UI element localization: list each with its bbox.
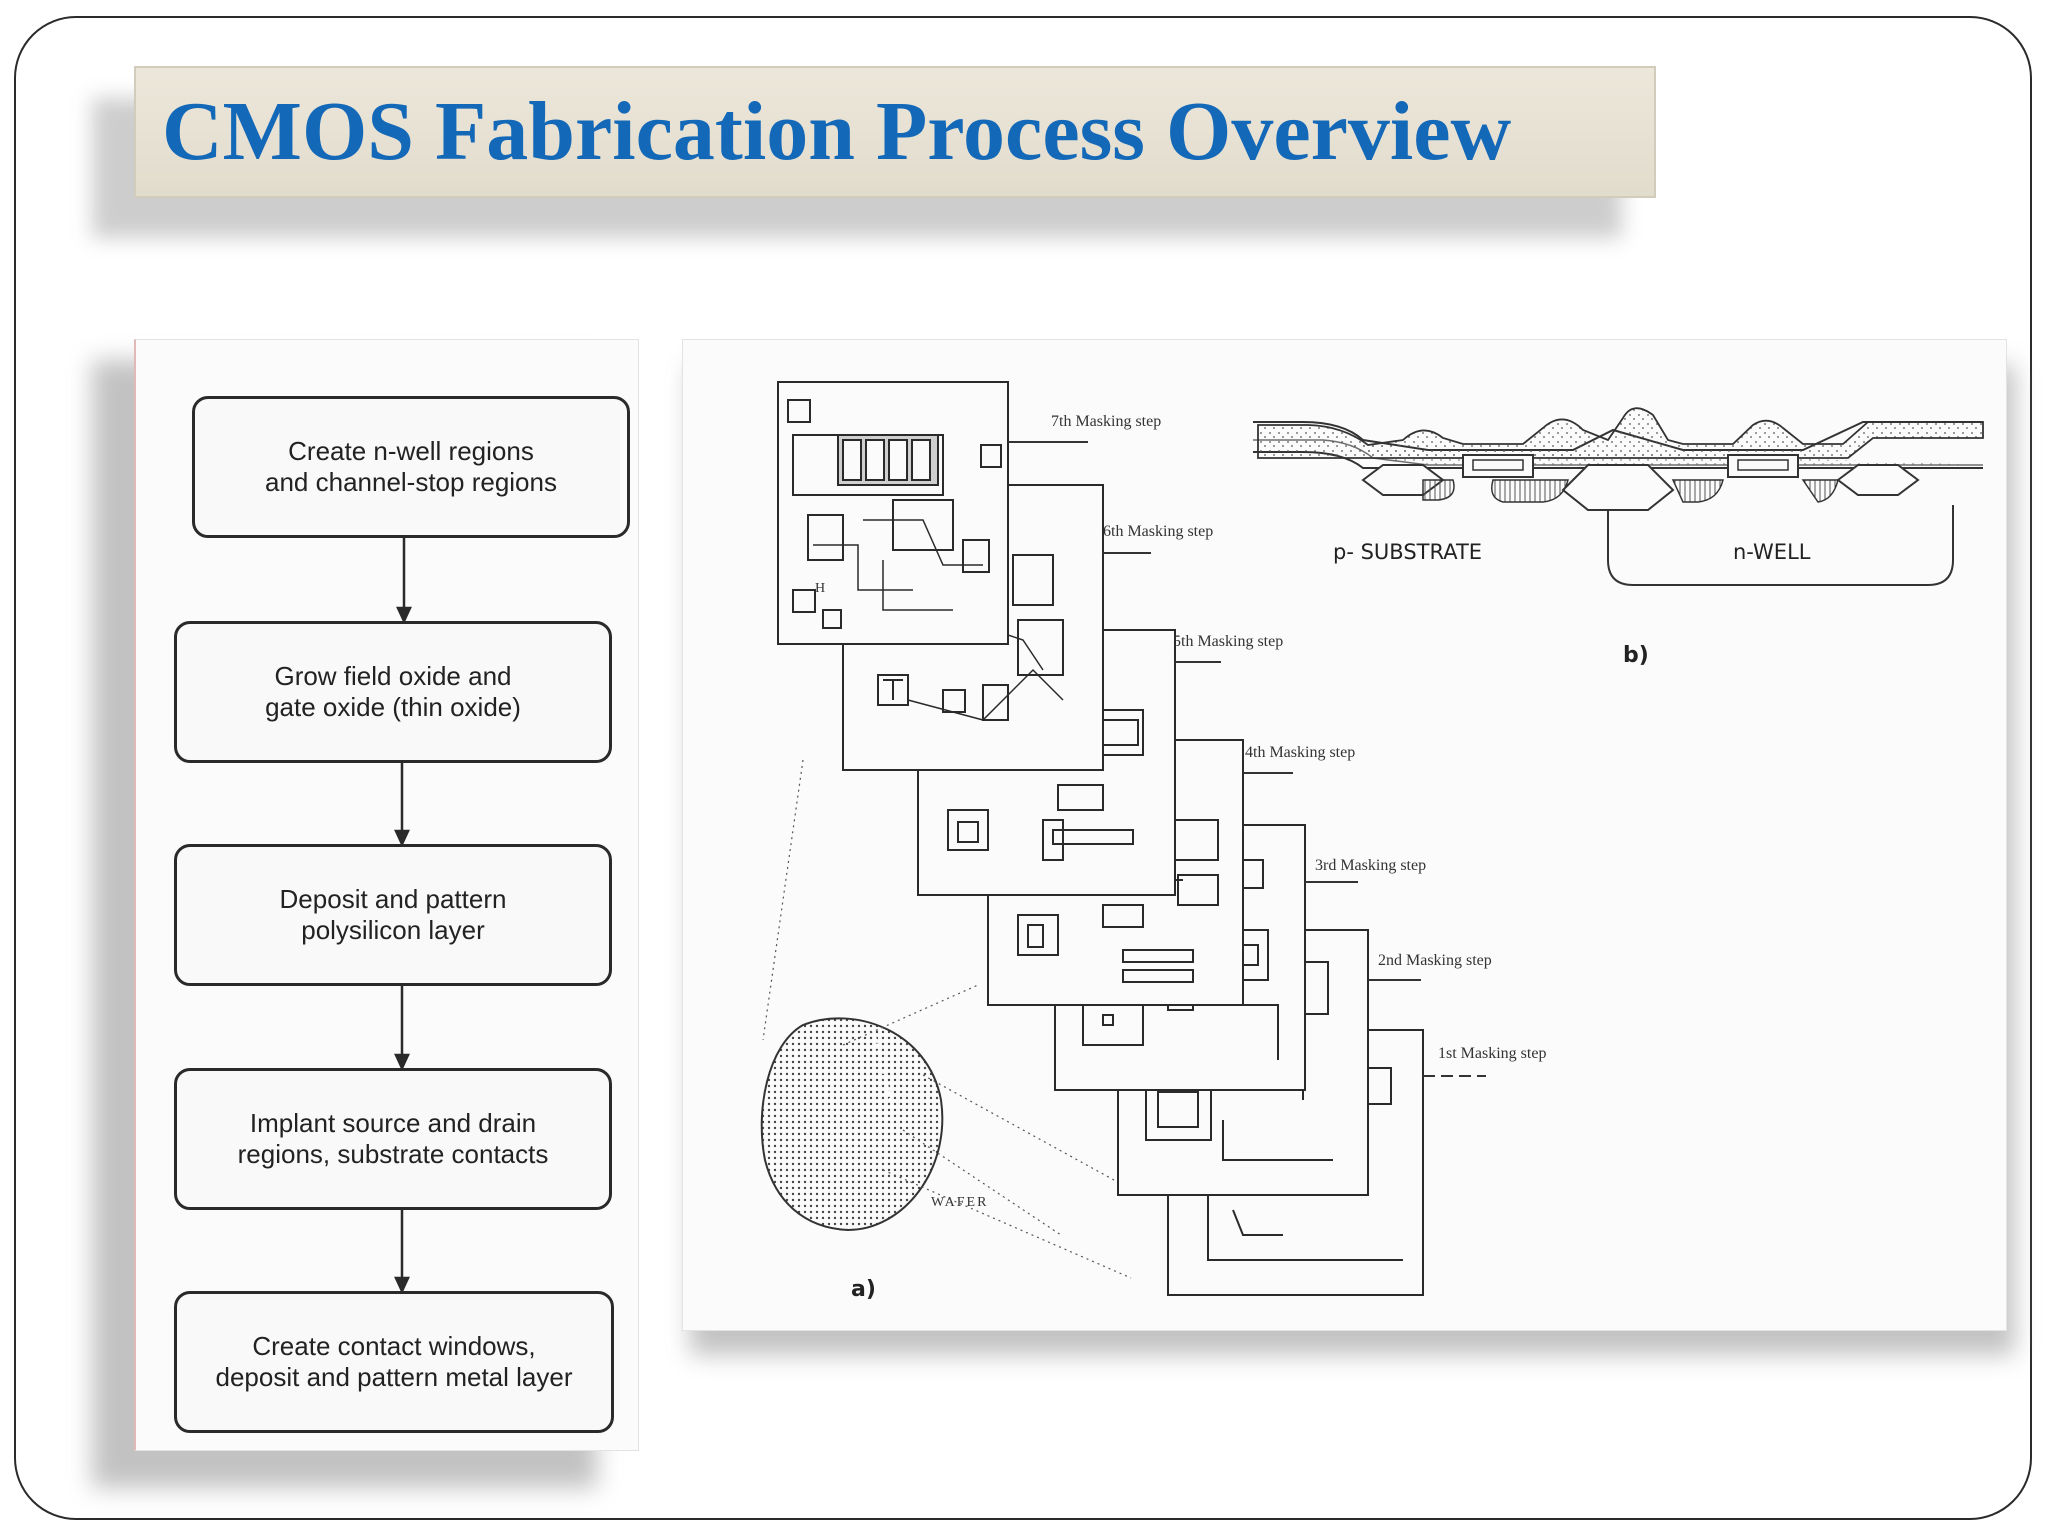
projection-lines <box>762 759 1132 1279</box>
field-oxide-center <box>1561 464 1675 511</box>
flow-arrowhead-3 <box>394 1053 410 1071</box>
flow-arrows <box>394 538 412 1294</box>
wafer-label: WAFER <box>931 1195 988 1210</box>
flowchart-panel: Create n-well regions and channel-stop r… <box>134 339 639 1451</box>
flow-step-3-text: Deposit and pattern polysilicon layer <box>279 884 507 945</box>
slide-title: CMOS Fabrication Process Overview <box>162 85 1512 178</box>
masking-step-arrows <box>1008 441 1486 1077</box>
mask-layer-stack: H <box>777 381 1424 1296</box>
flow-step-3: Deposit and pattern polysilicon layer <box>174 844 612 986</box>
figure-panel: WAFER <box>682 339 2007 1331</box>
wafer-disc <box>760 1017 944 1232</box>
flow-arrowhead-2 <box>394 829 410 847</box>
metal-layer <box>1257 407 1984 459</box>
title-banner: CMOS Fabrication Process Overview <box>134 66 1656 198</box>
flow-step-1: Create n-well regions and channel-stop r… <box>192 396 630 538</box>
mask-step-label-2: 2nd Masking step <box>1378 952 1492 969</box>
part-a-label: a) <box>851 1277 876 1302</box>
flow-step-1-text: Create n-well regions and channel-stop r… <box>265 436 557 497</box>
flow-arrowhead-4 <box>394 1276 410 1294</box>
flow-step-2: Grow field oxide and gate oxide (thin ox… <box>174 621 612 763</box>
mask-7-mark: H <box>815 581 825 596</box>
p-substrate-label: p- SUBSTRATE <box>1333 540 1482 564</box>
masking-figure: WAFER <box>760 381 1984 1302</box>
cross-section: p- SUBSTRATE n-WELL b) <box>1253 407 1984 668</box>
mask-step-label-6: 6th Masking step <box>1103 523 1213 540</box>
flow-step-5: Create contact windows, deposit and patt… <box>174 1291 614 1433</box>
mask-step-label-1: 1st Masking step <box>1438 1045 1546 1062</box>
flow-arrowhead-1 <box>396 606 412 624</box>
part-b-label: b) <box>1623 643 1649 668</box>
flow-step-4-text: Implant source and drain regions, substr… <box>237 1108 549 1169</box>
mask-step-label-3: 3rd Masking step <box>1315 857 1426 874</box>
n-well-outline <box>1607 505 1954 586</box>
n-well-label: n-WELL <box>1733 540 1811 564</box>
mask-layer-7: H <box>777 381 1009 645</box>
mask-step-label-5: 5th Masking step <box>1173 633 1283 650</box>
mask-step-label-4: 4th Masking step <box>1245 744 1355 761</box>
wafer: WAFER <box>760 1017 988 1232</box>
masking-step-labels: 7th Masking step 6th Masking step 5th Ma… <box>1051 413 1546 1062</box>
flow-step-5-text: Create contact windows, deposit and patt… <box>215 1331 573 1392</box>
mask-step-label-7: 7th Masking step <box>1051 413 1161 430</box>
flow-step-4: Implant source and drain regions, substr… <box>174 1068 612 1210</box>
flow-step-2-text: Grow field oxide and gate oxide (thin ox… <box>265 661 521 722</box>
